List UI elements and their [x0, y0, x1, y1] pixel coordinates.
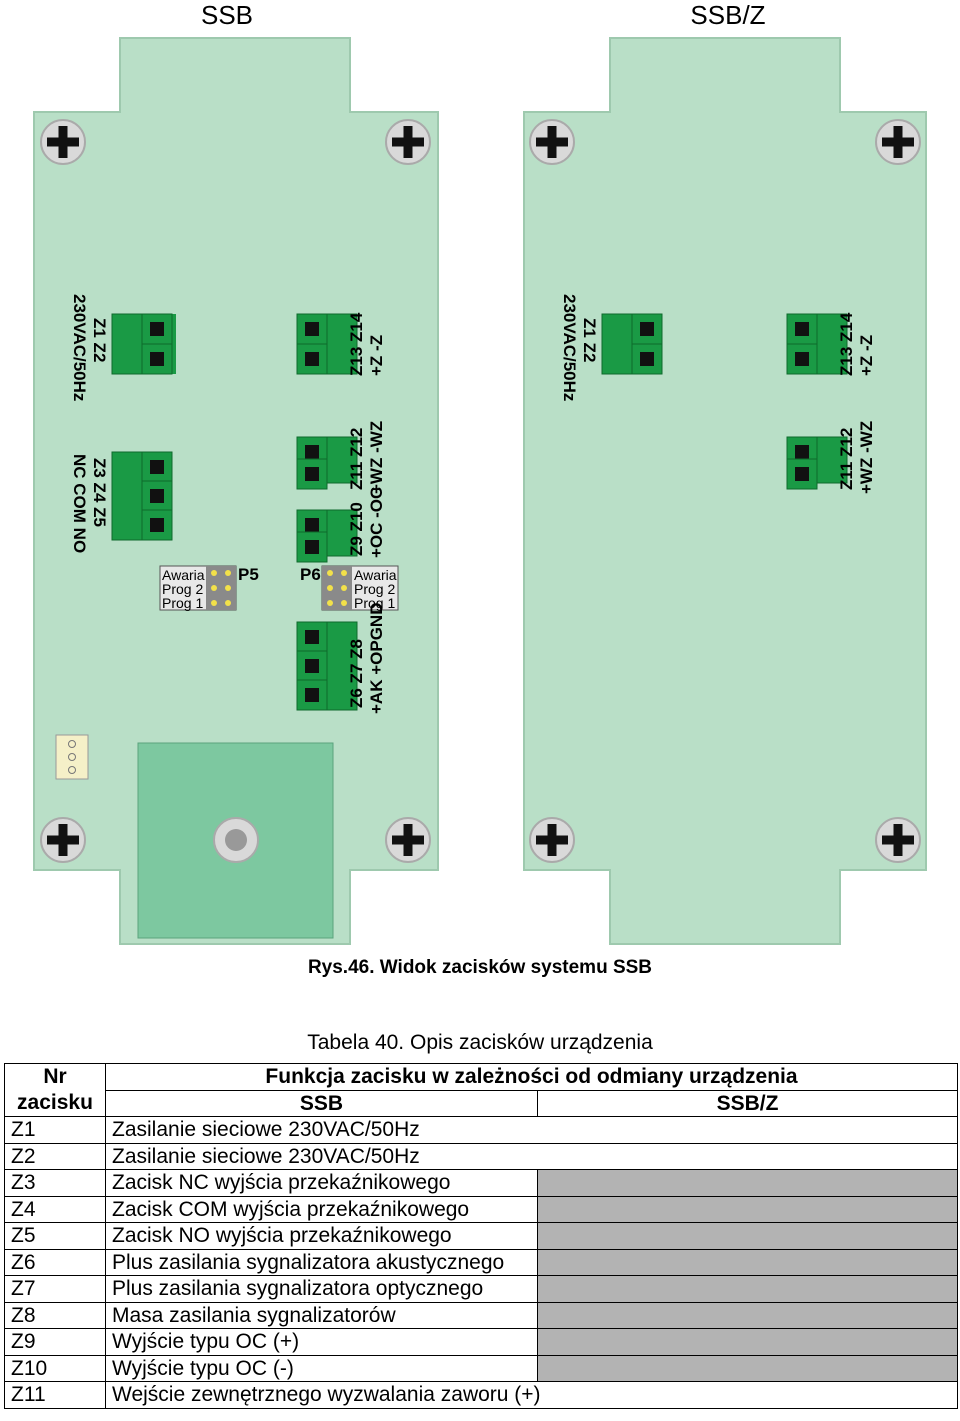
terminal-number: Z5	[4, 1222, 106, 1250]
terminal-number: Z3	[4, 1169, 106, 1197]
table-subheader-row: zacisku SSB SSB/Z	[4, 1089, 958, 1117]
ssb-label-z1-z2-sub: 230VAC/50Hz	[70, 294, 89, 401]
ssb-terminal-z9-z10	[296, 509, 358, 563]
terminal-function-ssb: Zacisk NC wyjścia przekaźnikowego	[105, 1169, 538, 1197]
ssbz-terminal-z1-z2	[601, 313, 663, 375]
terminal-function-ssb: Wyjście typu OC (+)	[105, 1328, 538, 1356]
ssb-label-z9-z10: Z9 Z10	[347, 502, 366, 556]
terminal-number: Z2	[4, 1142, 106, 1170]
ssb-terminal-z11-z12	[296, 436, 358, 490]
ssb-label-z1-z2: Z1 Z2	[90, 318, 109, 362]
terminal-function-ssb: Masa zasilania sygnalizatorów	[105, 1301, 538, 1329]
board-title-ssbz: SSB/Z	[690, 0, 765, 30]
header-ssbz: SSB/Z	[537, 1089, 958, 1117]
ssbz-label-z11-z12: Z11 Z12	[837, 428, 856, 490]
ssb-jumper-p5	[159, 565, 237, 611]
terminal-number: Z11	[4, 1381, 106, 1409]
ssb-label-z11-z12: Z11 Z12	[347, 428, 366, 490]
ssb-label-z3-z5-sub: NC COM NO	[70, 454, 89, 553]
terminal-function-ssbz-unavailable	[537, 1328, 958, 1356]
terminal-number: Z9	[4, 1328, 106, 1356]
header-ssb: SSB	[105, 1089, 538, 1117]
terminal-function-ssbz-unavailable	[537, 1354, 958, 1382]
ssb-p5-label-awaria: Awaria	[162, 567, 205, 583]
terminal-number: Z4	[4, 1195, 106, 1223]
ssb-p6-name: P6	[300, 565, 321, 584]
ssb-label-z9-z10-sub: +OC -OC	[367, 487, 386, 558]
terminal-function-ssb: Zacisk COM wyjścia przekaźnikowego	[105, 1195, 538, 1223]
figure-caption: Rys.46. Widok zacisków systemu SSB	[307, 957, 653, 978]
terminal-function-ssbz-unavailable	[537, 1248, 958, 1276]
ssbz-label-z13-z14-sub: +Z -Z	[857, 335, 876, 376]
terminal-number: Z7	[4, 1275, 106, 1303]
ssb-terminal-z6-z8	[296, 621, 358, 711]
ssb-label-z3-z5: Z3 Z4 Z5	[90, 458, 109, 527]
ssbz-label-z13-z14: Z13 Z14	[837, 312, 856, 376]
terminal-function-ssb: Zasilanie sieciowe 230VAC/50Hz	[105, 1142, 958, 1170]
ssb-sensor-pad	[137, 742, 334, 939]
terminal-number: Z6	[4, 1248, 106, 1276]
terminal-function-ssbz-unavailable	[537, 1195, 958, 1223]
header-nr-2: zacisku	[4, 1090, 106, 1117]
header-function: Funkcja zacisku w zależności od odmiany …	[105, 1063, 958, 1091]
terminal-function-ssbz-unavailable	[537, 1169, 958, 1197]
ssb-p5-name: P5	[238, 565, 259, 584]
ssb-p6-label-prog2: Prog 2	[354, 581, 395, 597]
ssb-board: Z1 Z2 230VAC/50Hz Z3 Z4 Z5 NC COM NO Z13…	[33, 37, 439, 945]
header-nr: Nr	[4, 1063, 106, 1090]
ssb-p5-label-prog2: Prog 2	[162, 581, 203, 597]
ssbz-label-z11-z12-sub: +WZ -WZ	[857, 421, 876, 494]
ssb-label-z6-z8-sub: +AK +OPGND	[367, 603, 386, 714]
table-caption: Tabela 40. Opis zacisków urządzenia	[307, 1031, 653, 1054]
ssb-p5-label-prog1: Prog 1	[162, 595, 203, 611]
ssb-label-z6-z8: Z6 Z7 Z8	[347, 639, 366, 708]
terminal-description-table: Nr Funkcja zacisku w zależności od odmia…	[4, 1063, 958, 1409]
terminal-function-ssbz-unavailable	[537, 1301, 958, 1329]
ssbz-terminal-z13-z14	[786, 313, 848, 375]
terminal-number: Z1	[4, 1116, 106, 1144]
ssbz-label-z1-z2: Z1 Z2	[580, 318, 599, 362]
board-title-ssb: SSB	[201, 0, 253, 30]
ssb-jumper-p6	[321, 565, 399, 611]
ssb-p6-label-prog1: Prog 1	[354, 595, 395, 611]
table-header-row: Nr Funkcja zacisku w zależności od odmia…	[4, 1063, 958, 1091]
ssb-label-z11-z12-sub: +WZ -WZ	[367, 421, 386, 494]
terminal-function-ssb: Plus zasilania sygnalizatora akustyczneg…	[105, 1248, 538, 1276]
ssbz-label-z1-z2-sub: 230VAC/50Hz	[560, 294, 579, 401]
terminal-layout-figure: SSB SSB/Z Z1 Z2 230VAC/50Hz Z3 Z4 Z5 NC …	[33, 0, 927, 945]
ssb-terminal-z13-z14	[296, 313, 358, 375]
terminal-number: Z8	[4, 1301, 106, 1329]
ssb-p6-label-awaria: Awaria	[354, 567, 397, 583]
ssb-label-z13-z14-sub: +Z -Z	[367, 335, 386, 376]
ssb-label-z13-z14: Z13 Z14	[347, 312, 366, 376]
ssb-terminal-z1-z2	[111, 313, 176, 375]
ssb-terminal-z3-z5	[111, 451, 173, 541]
terminal-function-ssb: Wejście zewnętrznego wyzwalania zaworu (…	[105, 1381, 958, 1409]
terminal-function-ssb: Plus zasilania sygnalizatora optycznego	[105, 1275, 538, 1303]
terminal-function-ssb: Zasilanie sieciowe 230VAC/50Hz	[105, 1116, 958, 1144]
terminal-function-ssb: Zacisk NO wyjścia przekaźnikowego	[105, 1222, 538, 1250]
ssbz-terminal-z11-z12	[786, 436, 848, 490]
ssbz-board: Z1 Z2 230VAC/50Hz Z13 Z14 +Z -Z Z11 Z12 …	[523, 37, 927, 945]
ssb-small-connector	[55, 734, 89, 780]
terminal-function-ssbz-unavailable	[537, 1222, 958, 1250]
terminal-function-ssbz-unavailable	[537, 1275, 958, 1303]
terminal-number: Z10	[4, 1354, 106, 1382]
terminal-function-ssb: Wyjście typu OC (-)	[105, 1354, 538, 1382]
